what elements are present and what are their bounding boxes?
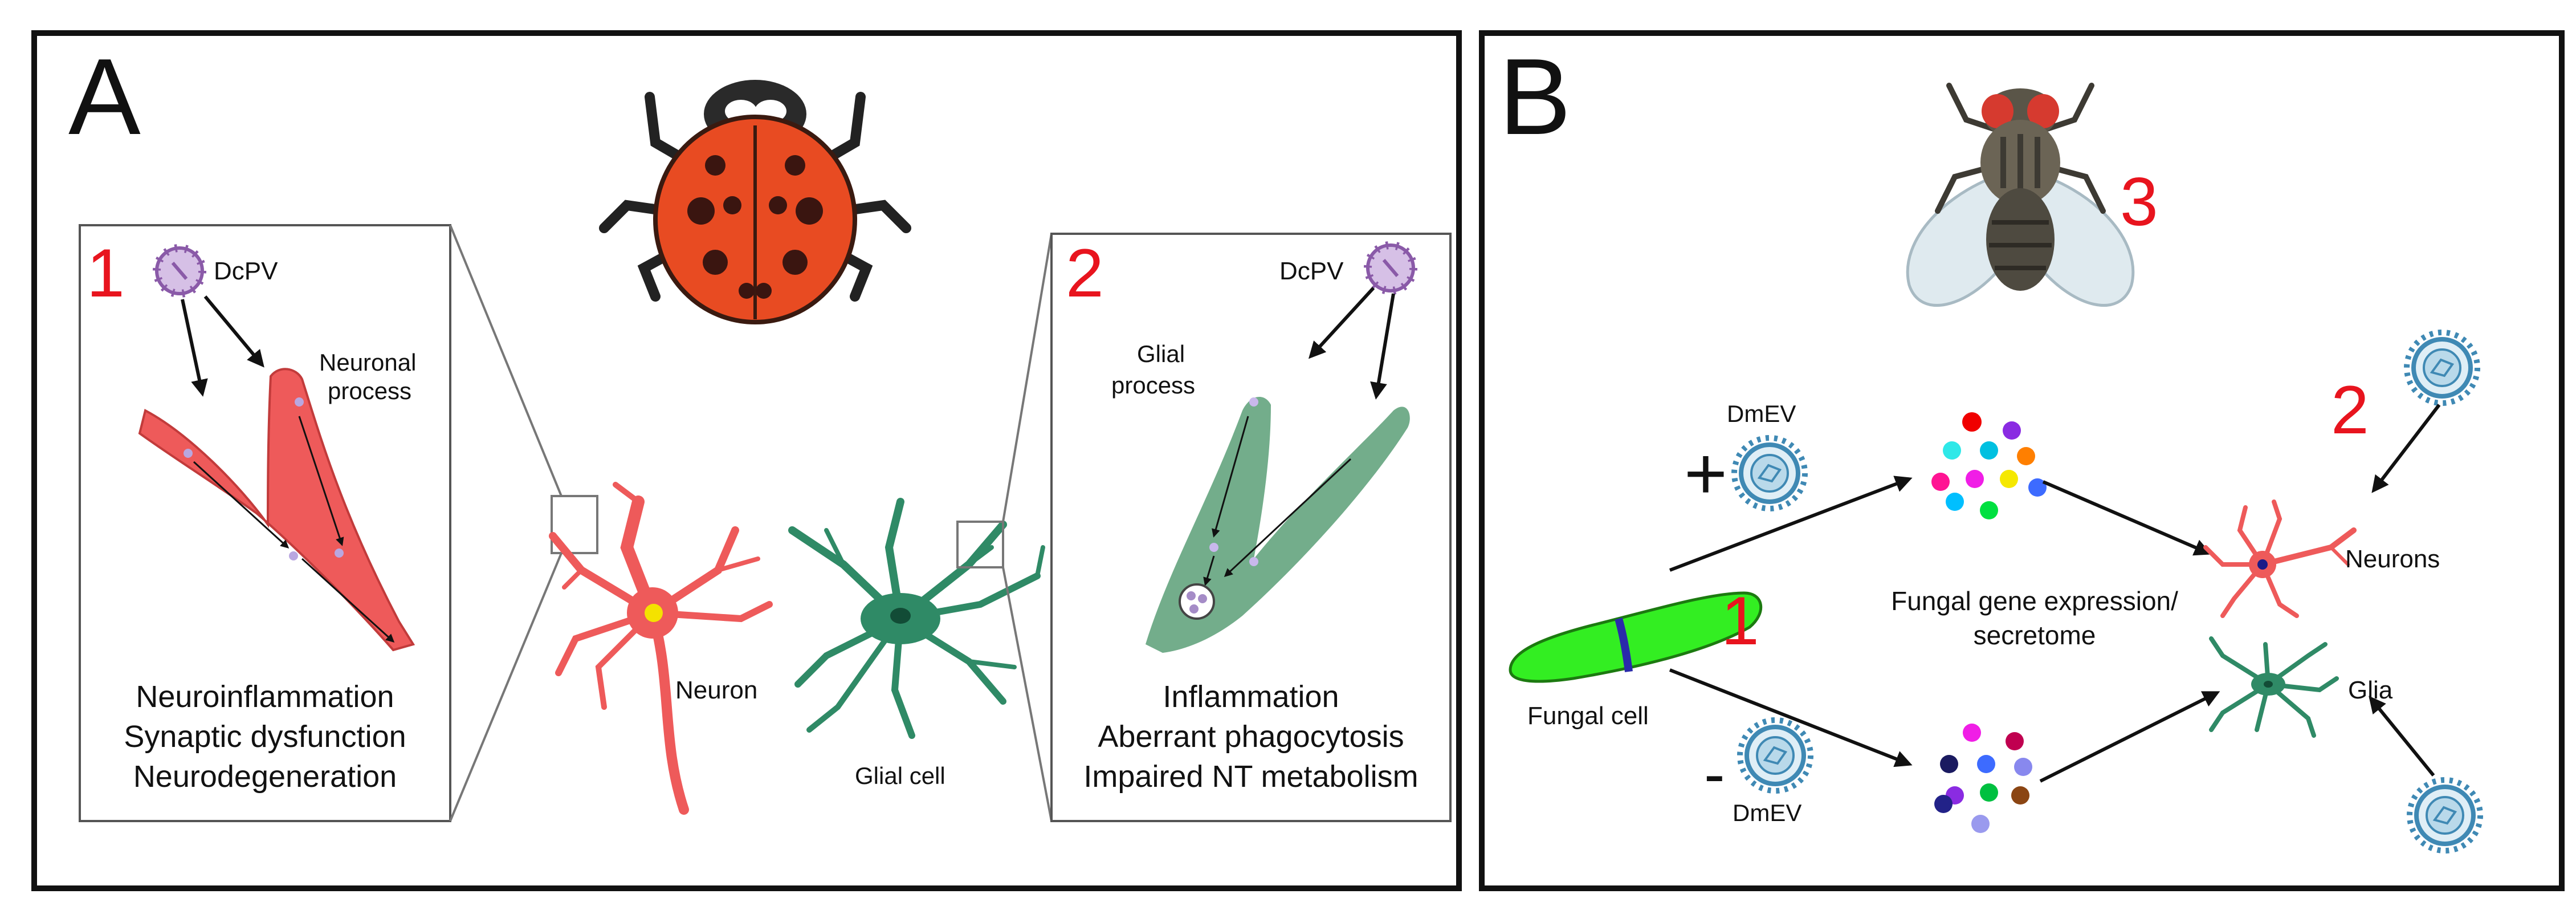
arrow-fungal-to-plus-secretome (1669, 476, 1913, 572)
neuronal-process-label-2: process (328, 377, 411, 404)
glial-process-shape (1146, 397, 1410, 653)
minus-sign: - (1704, 739, 1725, 809)
neuronal-process-label-1: Neuronal (319, 349, 416, 376)
phagosome-icon (1179, 583, 1215, 620)
zoom-source-glia (956, 521, 1004, 568)
arrow-fungal-to-minus-secretome (1669, 668, 1913, 767)
fungal-cell-label: Fungal cell (1527, 702, 1649, 730)
glial-process-label-1: Glial (1137, 340, 1185, 367)
number-1: 1 (1721, 583, 1759, 659)
box2-effect-1: Inflammation (1163, 680, 1339, 714)
plus-sign: + (1684, 432, 1727, 515)
panel-a: A (31, 30, 1462, 891)
virus-arrow-1b (203, 295, 264, 368)
box1-number: 1 (87, 235, 125, 311)
box1-effect-2: Synaptic dysfunction (124, 720, 406, 754)
glial-cell-illustration (788, 498, 1045, 739)
box1-effect-1: Neuroinflammation (136, 680, 394, 714)
expression-label-1: Fungal gene expression/ (1891, 586, 2178, 616)
neurons-illustration (2203, 499, 2357, 618)
panel-b: B 3 Fungal cell 1 + DmEV (1479, 30, 2565, 891)
neuron-label: Neuron (675, 676, 757, 704)
glial-process-label-2: process (1111, 372, 1195, 399)
virus-arrow-2a (1308, 286, 1375, 359)
box2-effect-2: Aberrant phagocytosis (1098, 720, 1404, 754)
box2-effect-3: Impaired NT metabolism (1083, 759, 1418, 794)
virus-arrow-1a (181, 299, 208, 397)
expression-label-2: secretome (1974, 620, 2096, 650)
zoom-box-2: 2 DcPV Glial process Inflammation Aberra… (956, 233, 1452, 822)
arrow-plus-secretome-to-neurons (2042, 480, 2212, 556)
box1-effect-3: Neurodegeneration (133, 759, 397, 794)
panel-a-letter: A (68, 36, 141, 157)
secretome-minus-dots (1934, 724, 2032, 833)
arrow-minus-secretome-to-glia (2039, 691, 2220, 783)
zoom-source-neuron (551, 495, 598, 554)
neuronal-process-shape (138, 368, 415, 652)
glial-cell-label: Glial cell (855, 762, 945, 789)
virus-plus-label: DmEV (1727, 400, 1796, 427)
box2-virus-label: DcPV (1279, 257, 1344, 285)
box2-number: 2 (1066, 235, 1104, 311)
neuron-illustration (549, 482, 773, 815)
fungal-cell-icon (1509, 591, 1763, 683)
virus-minus-label: DmEV (1733, 799, 1801, 826)
secretome-plus-dots (1931, 412, 2047, 519)
glia-illustration (2209, 636, 2339, 738)
number-2: 2 (2331, 372, 2369, 448)
arrow-virus-to-neurons (2371, 404, 2441, 493)
neurons-label: Neurons (2345, 545, 2440, 573)
dcpv-virus-icon (157, 248, 202, 294)
arrow-virus-to-glia (2369, 696, 2435, 777)
ladybug-illustration (599, 80, 911, 324)
dcpv-virus-icon (1368, 245, 1413, 291)
virus-arrow-2b (1370, 293, 1395, 400)
fly-number: 3 (2120, 164, 2158, 240)
fly-illustration (1906, 83, 2135, 307)
box1-virus-label: DcPV (214, 257, 278, 285)
panel-b-letter: B (1499, 36, 1571, 157)
zoom-box-1: 1 DcPV Neuronal process Neuroinflammatio… (79, 224, 598, 822)
